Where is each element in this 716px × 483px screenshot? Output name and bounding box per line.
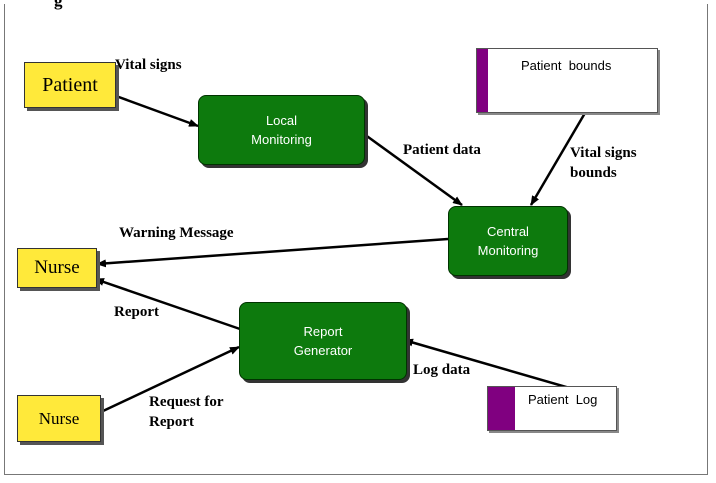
patient-log-store-bar xyxy=(488,387,515,430)
nurse-entity-bottom-label: Nurse xyxy=(38,408,80,428)
central-monitoring-line2: Monitoring xyxy=(477,243,539,258)
local-monitoring-line2: Monitoring xyxy=(251,132,312,147)
report-generator-process: Report Generator xyxy=(239,302,407,380)
flow-label-warning-message: Warning Message xyxy=(119,225,234,241)
nurse-entity-top-label: Nurse xyxy=(34,257,80,278)
flow-label-vital-signs: Vital signs xyxy=(115,57,182,73)
flow-label-report: Report xyxy=(114,304,159,320)
local-monitoring-line1: Local xyxy=(265,113,298,128)
diagram-frame xyxy=(4,4,708,475)
patient-log-store: Patient Log xyxy=(487,386,617,431)
report-generator-line2: Generator xyxy=(293,343,353,358)
local-monitoring-process: Local Monitoring xyxy=(198,95,365,165)
nurse-entity-top: Nurse xyxy=(17,248,97,288)
patient-bounds-store-label: Patient bounds xyxy=(521,58,612,73)
arrow-bounds-to-central xyxy=(529,112,587,206)
flow-label-vital-signs-bounds-2: bounds xyxy=(570,165,617,181)
patient-bounds-store-bar xyxy=(477,49,488,112)
patient-entity-label: Patient xyxy=(42,73,98,96)
arrow-nurse-to-report xyxy=(102,345,240,413)
patient-entity: Patient xyxy=(24,62,116,108)
arrow-patient-to-local xyxy=(115,94,199,128)
central-monitoring-line1: Central xyxy=(487,224,529,239)
flow-label-patient-data: Patient data xyxy=(403,142,481,158)
nurse-entity-bottom: Nurse xyxy=(17,395,101,442)
flow-label-vital-signs-bounds-1: Vital signs xyxy=(570,145,637,161)
patient-log-store-label: Patient Log xyxy=(528,392,598,407)
arrow-report-to-nurse xyxy=(94,277,241,331)
arrow-local-to-central xyxy=(363,132,463,207)
central-monitoring-process: Central Monitoring xyxy=(448,206,568,276)
arrow-central-to-nurse xyxy=(96,237,449,268)
flow-label-log-data: Log data xyxy=(413,362,471,378)
report-generator-line1: Report xyxy=(303,324,343,339)
patient-bounds-store: Patient bounds xyxy=(476,48,658,113)
flow-label-request-for-report-2: Report xyxy=(149,414,194,430)
cropped-heading-text: g xyxy=(54,0,63,10)
arrow-log-to-report xyxy=(403,338,574,391)
flow-label-request-for-report-1: Request for xyxy=(149,394,224,410)
